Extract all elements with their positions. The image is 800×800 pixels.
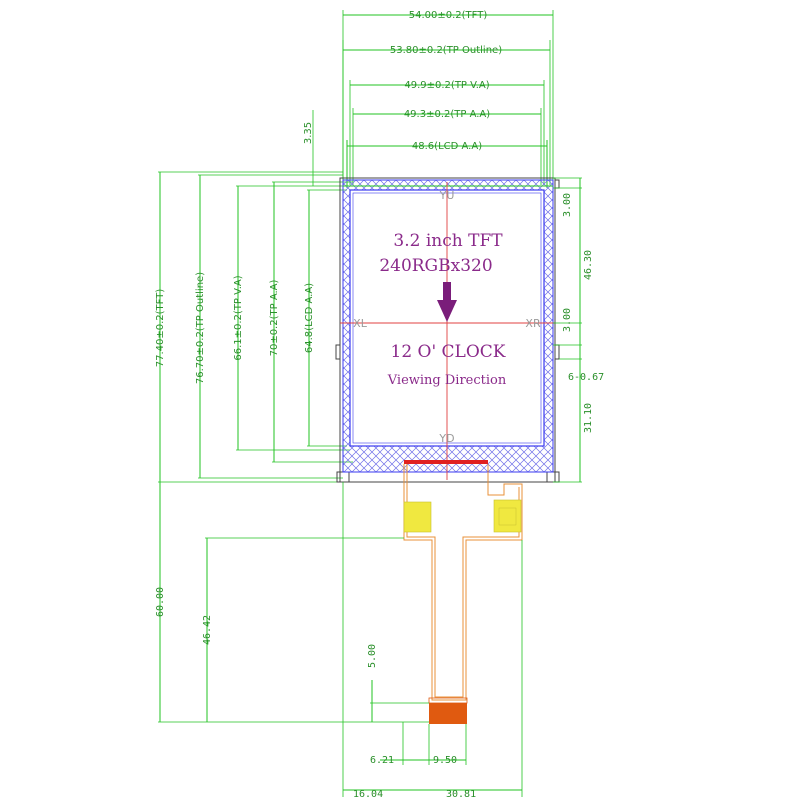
display-resolution: 240RGBx320 xyxy=(379,256,492,276)
dim-right-upper: 46.30 xyxy=(583,250,594,280)
dim-right-top: 3.00 xyxy=(562,193,573,217)
fpc-cable xyxy=(403,464,523,724)
fpc-stiffener-left xyxy=(403,501,432,533)
dim-fpc-connector: 5.00 xyxy=(367,644,378,668)
dim-right-lower: 31.10 xyxy=(583,403,594,433)
dim-tp-outline-height: 76.70±0.2(TP Outline) xyxy=(195,272,206,384)
orientation-sub-label: Viewing Direction xyxy=(387,373,507,388)
dim-tp-outline-width: 53.80±0.2(TP Outline) xyxy=(390,45,502,56)
dim-lcd-aa-height: 64.8(LCD A.A) xyxy=(304,283,315,353)
dim-tp-va-height: 66.1±0.2(TP V.A) xyxy=(233,275,244,360)
dim-tp-aa-height: 70±0.2(TP A.A) xyxy=(269,279,280,356)
fpc-dimensions: 60.00 46.42 5.00 6.21 9.50 16.04 30.81 xyxy=(155,482,523,800)
display-title: 3.2 inch TFT xyxy=(393,231,503,251)
tft-module xyxy=(335,177,560,483)
orientation-label: 12 O' CLOCK xyxy=(391,342,506,362)
fpc-stiffener-right xyxy=(493,499,522,533)
dim-fpc-length: 46.42 xyxy=(202,615,213,645)
dim-fpc-offset: 6.21 xyxy=(370,755,394,766)
dim-right-mid: 3.00 xyxy=(562,308,573,332)
dim-tft-height: 77.40±0.2(TFT) xyxy=(155,289,166,368)
axis-label-left: XL xyxy=(353,317,368,330)
dim-fpc-position: 30.81 xyxy=(446,789,476,800)
dim-lcd-aa-width: 48.6(LCD A.A) xyxy=(412,141,482,152)
dim-tp-aa-width: 49.3±0.2(TP A.A) xyxy=(404,109,490,120)
top-dimensions: 54.00±0.2(TFT) 53.80±0.2(TP Outline) 49.… xyxy=(342,10,554,188)
axis-label-bottom: YD xyxy=(438,432,454,445)
axis-label-right: XR xyxy=(525,317,541,330)
left-dimensions: 77.40±0.2(TFT) 76.70±0.2(TP Outline) 66.… xyxy=(155,110,353,483)
dim-tp-va-width: 49.9±0.2(TP V.A) xyxy=(404,80,489,91)
dim-top-offset: 3.35 xyxy=(303,122,314,144)
dim-fpc-total: 60.00 xyxy=(155,587,166,617)
right-dimensions: 3.00 46.30 3.00 6-0.67 31.10 xyxy=(553,177,604,483)
viewing-direction-arrow-icon xyxy=(437,282,457,322)
dim-left-offset: 16.04 xyxy=(353,789,383,800)
axis-label-top: YU xyxy=(439,189,455,202)
fpc-connector xyxy=(429,703,467,724)
dim-right-tab: 6-0.67 xyxy=(568,372,604,383)
dim-fpc-width: 9.50 xyxy=(433,755,457,766)
dim-tft-width: 54.00±0.2(TFT) xyxy=(409,10,488,21)
